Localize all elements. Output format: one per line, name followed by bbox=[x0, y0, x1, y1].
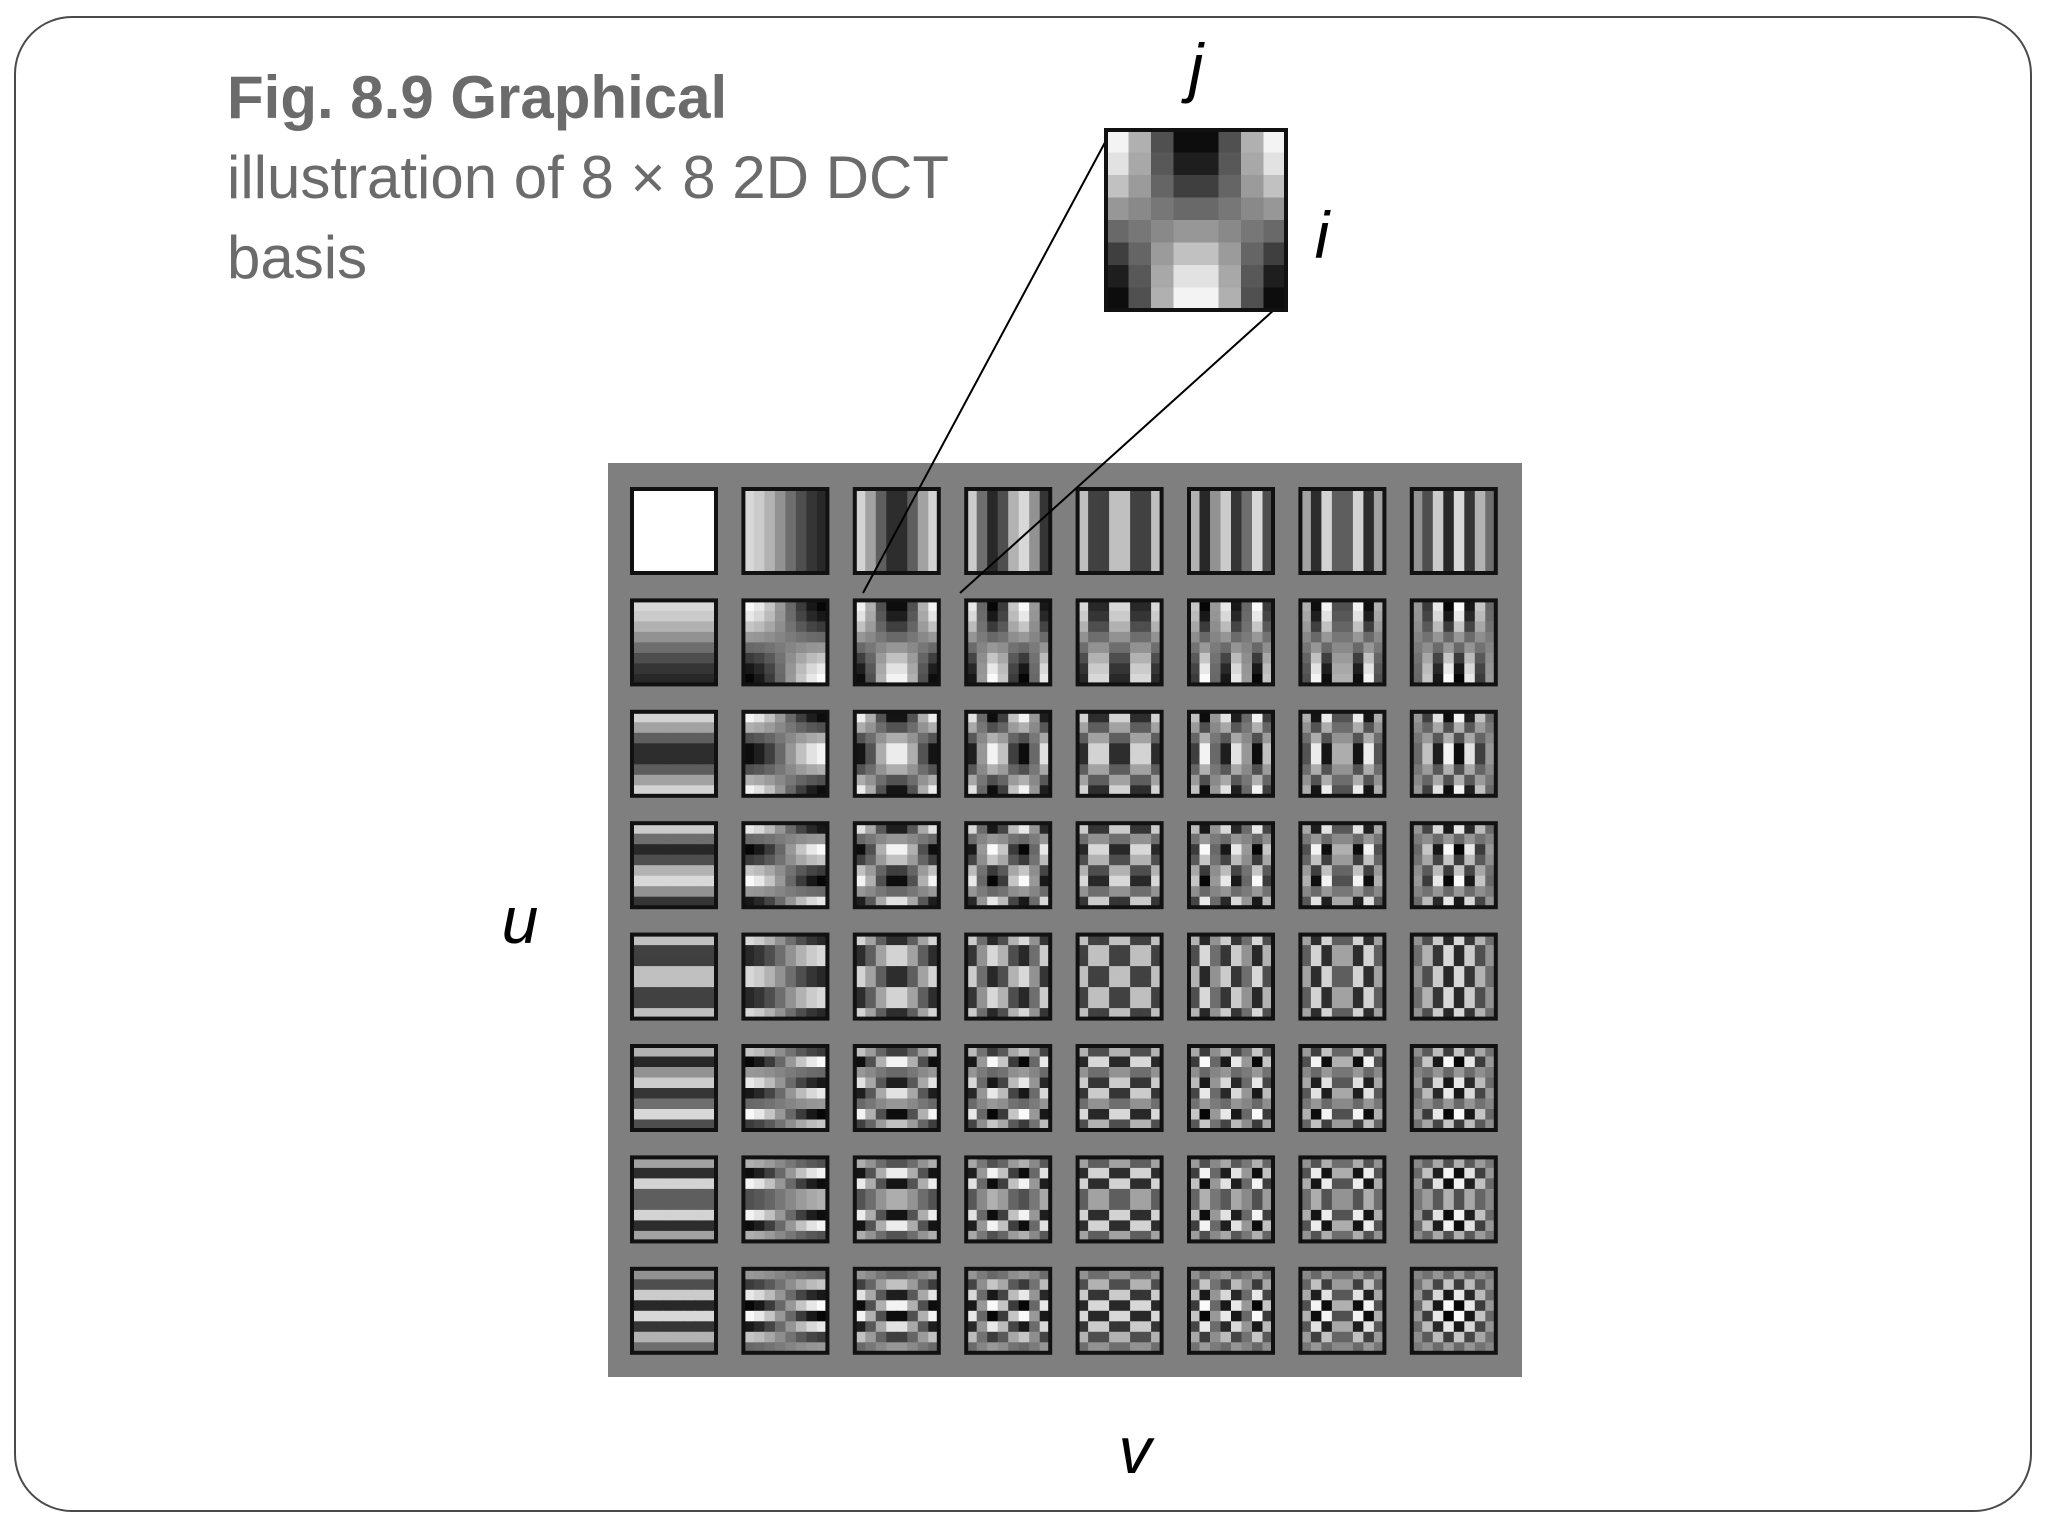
basis-cell-u7-v3 bbox=[964, 1266, 1053, 1355]
basis-cell-u6-v6 bbox=[1298, 1155, 1387, 1244]
basis-cell-u2-v1 bbox=[741, 709, 830, 798]
basis-cell-u4-v0 bbox=[630, 932, 718, 1021]
basis-cell-u1-v2 bbox=[852, 598, 941, 687]
figure-caption-text: illustration of 8 × 8 2D DCT basis bbox=[227, 144, 948, 291]
basis-cell-u7-v6 bbox=[1298, 1266, 1387, 1355]
basis-cell-u2-v4 bbox=[1075, 709, 1164, 798]
basis-cell-u6-v5 bbox=[1187, 1155, 1275, 1244]
figure-caption-title: Fig. 8.9 Graphical bbox=[227, 64, 728, 131]
zoom-leader-line-right bbox=[959, 299, 1286, 594]
basis-cell-u1-v1 bbox=[741, 598, 830, 687]
basis-cell-u2-v0 bbox=[630, 709, 718, 798]
basis-cell-u7-v5 bbox=[1187, 1266, 1275, 1355]
basis-cell-u5-v3 bbox=[964, 1044, 1053, 1132]
basis-cell-u3-v0 bbox=[630, 821, 718, 910]
basis-grid bbox=[630, 487, 1498, 1355]
basis-cell-u7-v0 bbox=[630, 1266, 718, 1355]
basis-cell-u1-v4 bbox=[1075, 598, 1164, 687]
basis-cell-u2-v7 bbox=[1409, 709, 1498, 798]
basis-cell-u0-v1 bbox=[741, 487, 830, 575]
basis-cell-u3-v7 bbox=[1409, 821, 1498, 910]
basis-cell-u0-v4 bbox=[1075, 487, 1164, 575]
col-axis-label-v: v bbox=[1119, 1413, 1156, 1487]
zoom-col-label-j: j bbox=[1181, 30, 1206, 104]
basis-cell-u5-v1 bbox=[741, 1044, 830, 1132]
basis-cell-u6-v4 bbox=[1075, 1155, 1164, 1244]
figure-caption: Fig. 8.9 Graphical illustration of 8 × 8… bbox=[227, 58, 1087, 298]
basis-cell-u2-v5 bbox=[1187, 709, 1275, 798]
basis-cell-u5-v6 bbox=[1298, 1044, 1387, 1132]
zoom-leader-line-left bbox=[862, 134, 1110, 594]
basis-cell-u4-v4 bbox=[1075, 932, 1164, 1021]
basis-cell-u1-v6 bbox=[1298, 598, 1387, 687]
basis-cell-u0-v0 bbox=[630, 487, 718, 575]
basis-cell-u1-v3 bbox=[964, 598, 1053, 687]
basis-cell-u4-v7 bbox=[1409, 932, 1498, 1021]
zoomed-basis-u1-v2 bbox=[1104, 128, 1288, 312]
basis-cell-u0-v3 bbox=[964, 487, 1053, 575]
basis-cell-u1-v5 bbox=[1187, 598, 1275, 687]
zoom-row-label-i: i bbox=[1315, 198, 1332, 272]
basis-cell-u4-v5 bbox=[1187, 932, 1275, 1021]
basis-cell-u0-v6 bbox=[1298, 487, 1387, 575]
basis-cell-u5-v5 bbox=[1187, 1044, 1275, 1132]
basis-cell-u3-v3 bbox=[964, 821, 1053, 910]
basis-cell-u2-v2 bbox=[852, 709, 941, 798]
basis-cell-u4-v2 bbox=[852, 932, 941, 1021]
basis-cell-u5-v4 bbox=[1075, 1044, 1164, 1132]
basis-cell-u0-v2 bbox=[852, 487, 941, 575]
basis-cell-u0-v7 bbox=[1409, 487, 1498, 575]
basis-cell-u0-v5 bbox=[1187, 487, 1275, 575]
basis-cell-u5-v0 bbox=[630, 1044, 718, 1132]
basis-cell-u7-v7 bbox=[1409, 1266, 1498, 1355]
basis-cell-u3-v6 bbox=[1298, 821, 1387, 910]
basis-cell-u6-v2 bbox=[852, 1155, 941, 1244]
basis-cell-u3-v4 bbox=[1075, 821, 1164, 910]
basis-cell-u3-v2 bbox=[852, 821, 941, 910]
basis-cell-u2-v6 bbox=[1298, 709, 1387, 798]
zoomed-basis-block bbox=[1104, 128, 1288, 312]
basis-cell-u4-v1 bbox=[741, 932, 830, 1021]
basis-cell-u6-v3 bbox=[964, 1155, 1053, 1244]
basis-cell-u6-v1 bbox=[741, 1155, 830, 1244]
basis-cell-u5-v7 bbox=[1409, 1044, 1498, 1132]
basis-cell-u4-v6 bbox=[1298, 932, 1387, 1021]
basis-cell-u1-v0 bbox=[630, 598, 718, 687]
basis-cell-u2-v3 bbox=[964, 709, 1053, 798]
basis-cell-u3-v5 bbox=[1187, 821, 1275, 910]
basis-cell-u6-v7 bbox=[1409, 1155, 1498, 1244]
basis-cell-u3-v1 bbox=[741, 821, 830, 910]
row-axis-label-u: u bbox=[502, 883, 539, 957]
basis-cell-u1-v7 bbox=[1409, 598, 1498, 687]
basis-cell-u5-v2 bbox=[852, 1044, 941, 1132]
basis-cell-u7-v4 bbox=[1075, 1266, 1164, 1355]
basis-cell-u7-v2 bbox=[852, 1266, 941, 1355]
basis-cell-u7-v1 bbox=[741, 1266, 830, 1355]
basis-cell-u4-v3 bbox=[964, 932, 1053, 1021]
basis-cell-u6-v0 bbox=[630, 1155, 718, 1244]
